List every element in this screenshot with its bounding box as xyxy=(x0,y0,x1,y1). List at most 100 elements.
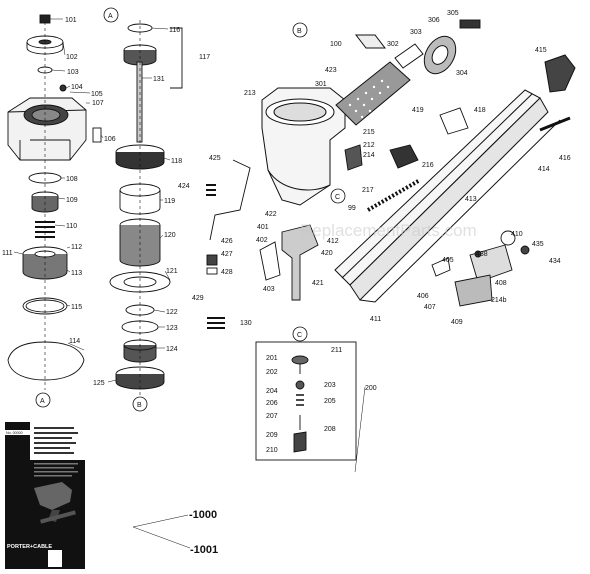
svg-text:C: C xyxy=(297,332,302,339)
part-414: 414 xyxy=(538,166,550,173)
assembly-number-1000: -1000 xyxy=(189,509,217,521)
housing xyxy=(261,34,457,206)
part-122: 122 xyxy=(166,309,178,316)
assembly-number-1001: -1001 xyxy=(190,544,218,556)
circle-b-top: B xyxy=(292,22,308,38)
part-438: 438 xyxy=(476,251,488,258)
part-420: 420 xyxy=(321,250,333,257)
part-121: 121 xyxy=(166,268,178,275)
nose-parts xyxy=(206,19,530,329)
part-415: 415 xyxy=(535,47,547,54)
part-210: 210 xyxy=(266,447,278,454)
svg-text:A: A xyxy=(108,13,113,20)
part-205: 205 xyxy=(324,398,336,405)
middle-column-parts xyxy=(109,20,183,395)
svg-text:A: A xyxy=(40,398,45,405)
part-302: 302 xyxy=(387,41,399,48)
part-424: 424 xyxy=(178,183,190,190)
part-125: 125 xyxy=(93,380,105,387)
part-104: 104 xyxy=(71,84,83,91)
part-116: 116 xyxy=(169,27,180,34)
part-207: 207 xyxy=(266,413,278,420)
part-110: 110 xyxy=(66,223,77,230)
part-216: 216 xyxy=(422,162,434,169)
part-421: 421 xyxy=(312,280,324,287)
part-409: 409 xyxy=(451,319,463,326)
part-202: 202 xyxy=(266,369,278,376)
watermark-text: ReplacementParts.com xyxy=(300,221,477,240)
part-111: 111 xyxy=(2,250,13,257)
part-418: 418 xyxy=(474,107,486,114)
svg-text:C: C xyxy=(335,194,340,201)
part-214: 214 xyxy=(363,152,375,159)
part-403: 403 xyxy=(263,286,275,293)
part-211: 211 xyxy=(331,347,342,354)
part-435: 435 xyxy=(532,241,544,248)
part-213: 213 xyxy=(244,90,256,97)
part-130: 130 xyxy=(240,320,252,327)
part-115: 115 xyxy=(71,304,82,311)
part-410: 410 xyxy=(511,231,523,238)
part-416: 416 xyxy=(559,155,571,162)
part-119: 119 xyxy=(164,198,175,205)
part-120: 120 xyxy=(164,232,176,239)
part-429: 429 xyxy=(192,295,204,302)
circle-a-bottom: A xyxy=(35,392,51,408)
manual-number: No. 00000 xyxy=(6,431,23,435)
part-99: 99 xyxy=(348,205,356,212)
part-423: 423 xyxy=(325,67,337,74)
part-422: 422 xyxy=(265,211,277,218)
part-113: 113 xyxy=(71,270,82,277)
part-413: 413 xyxy=(465,196,477,203)
part-201: 201 xyxy=(266,355,278,362)
leader-lines xyxy=(13,18,366,549)
part-401: 401 xyxy=(257,224,269,231)
part-200: 200 xyxy=(365,385,377,392)
circle-b-bottom: B xyxy=(132,396,148,412)
part-419: 419 xyxy=(412,107,424,114)
part-114: 114 xyxy=(69,338,80,345)
part-131: 131 xyxy=(153,76,165,83)
part-402: 402 xyxy=(256,237,268,244)
part-428: 428 xyxy=(221,269,233,276)
part-425: 425 xyxy=(209,155,221,162)
part-204: 204 xyxy=(266,388,278,395)
circle-a-top: A xyxy=(103,7,119,23)
part-306: 306 xyxy=(428,17,440,24)
svg-text:B: B xyxy=(297,28,302,35)
part-405: 405 xyxy=(442,257,454,264)
part-411: 411 xyxy=(370,316,381,323)
part-303: 303 xyxy=(410,29,422,36)
part-106: 106 xyxy=(104,136,116,143)
part-215: 215 xyxy=(363,129,375,136)
svg-text:B: B xyxy=(137,402,142,409)
left-column-parts xyxy=(7,14,102,390)
part-203: 203 xyxy=(324,382,336,389)
part-406: 406 xyxy=(417,293,429,300)
part-118: 118 xyxy=(171,158,182,165)
manual-thumbnail: No. 00000 PORTER+CABLE xyxy=(5,422,85,569)
part-408: 408 xyxy=(495,280,507,287)
part-304: 304 xyxy=(456,70,468,77)
magazine xyxy=(334,54,576,303)
detail-c-parts xyxy=(255,341,357,461)
part-100: 100 xyxy=(330,41,342,48)
part-206: 206 xyxy=(266,400,278,407)
part-108: 108 xyxy=(66,176,78,183)
part-305: 305 xyxy=(447,10,459,17)
part-407: 407 xyxy=(424,304,436,311)
part-208: 208 xyxy=(324,426,336,433)
part-427: 427 xyxy=(221,251,233,258)
part-434: 434 xyxy=(549,258,561,265)
part-103: 103 xyxy=(67,69,79,76)
part-107: 107 xyxy=(92,100,104,107)
part-number-labels: 101 102 103 104 105 107 106 108 109 110 … xyxy=(2,10,571,454)
part-102: 102 xyxy=(66,54,78,61)
part-123: 123 xyxy=(166,325,178,332)
part-301: 301 xyxy=(315,81,327,88)
part-112: 112 xyxy=(71,244,82,251)
part-412: 412 xyxy=(327,238,339,245)
part-209: 209 xyxy=(266,432,278,439)
